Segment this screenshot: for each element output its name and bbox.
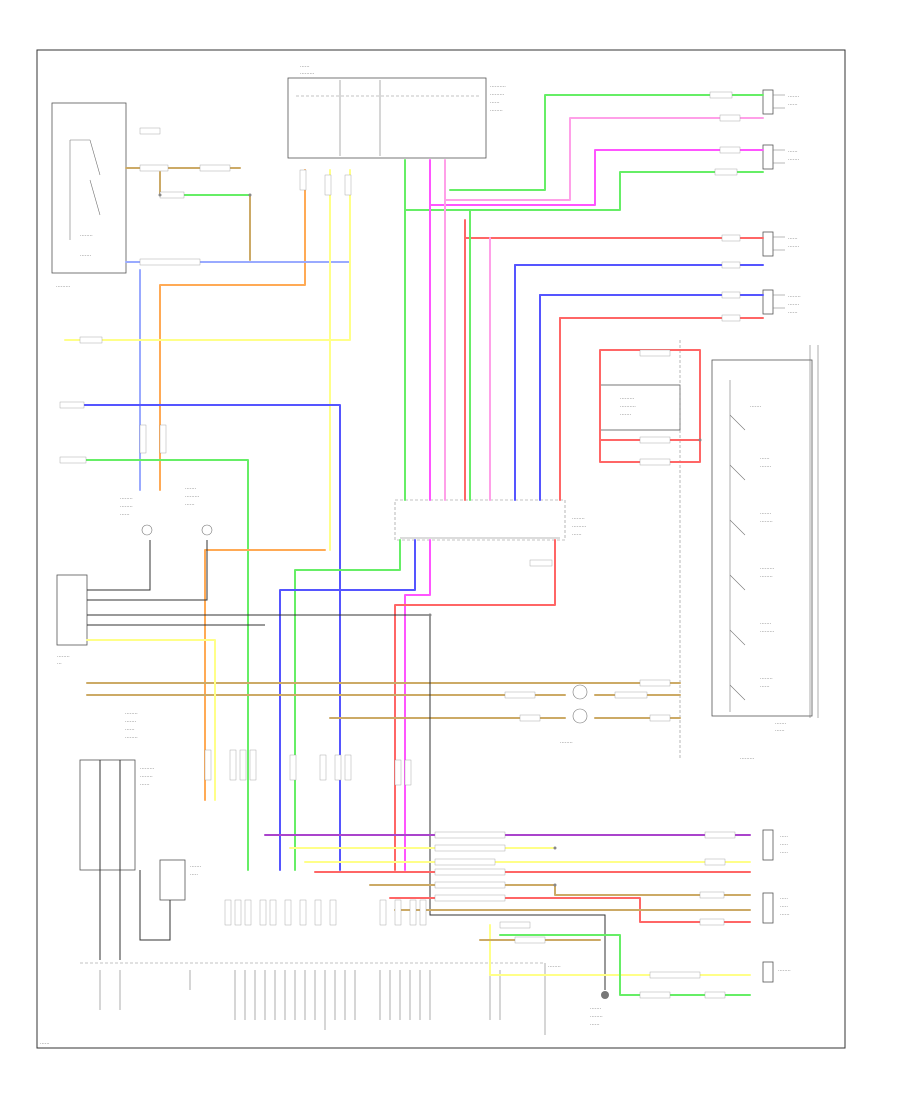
svg-text:········: ········	[760, 574, 773, 580]
svg-text:······: ······	[40, 1041, 50, 1047]
svg-text:·········: ·········	[760, 629, 775, 635]
svg-text:······: ······	[300, 64, 310, 70]
svg-text:········: ········	[80, 233, 93, 239]
svg-text:·······: ·······	[590, 1006, 602, 1012]
svg-text:········: ········	[490, 108, 503, 114]
svg-text:·····: ·····	[780, 904, 788, 910]
svg-text:·········: ·········	[490, 92, 505, 98]
component-top-center-module	[287, 77, 487, 159]
diagram-frame	[36, 49, 846, 1049]
wire-red-1	[464, 219, 764, 239]
svg-text:·····: ·····	[780, 850, 788, 856]
svg-text:······: ······	[788, 236, 798, 242]
svg-text:········: ········	[778, 968, 791, 974]
svg-text:···: ···	[57, 661, 62, 667]
svg-text:········: ········	[120, 496, 133, 502]
svg-text:·······: ·······	[760, 511, 772, 517]
svg-text:········: ········	[590, 1014, 603, 1020]
svg-text:·······: ·······	[750, 404, 762, 410]
svg-text:········: ········	[125, 711, 138, 717]
svg-text:······: ······	[788, 102, 798, 108]
svg-text:·········: ·········	[740, 756, 755, 762]
svg-text:······: ······	[120, 512, 130, 518]
svg-text:·······: ·······	[788, 94, 800, 100]
svg-text:·········: ·········	[140, 766, 155, 772]
svg-text:······: ······	[590, 1022, 600, 1028]
svg-text:·········: ·········	[185, 494, 200, 500]
svg-text:······: ······	[572, 532, 582, 538]
svg-text:·····: ·····	[190, 872, 198, 878]
horn-symbol-1	[572, 684, 588, 700]
svg-text:·······: ·······	[125, 719, 137, 725]
component-left-module	[56, 574, 88, 646]
horn-symbol-2	[572, 708, 588, 724]
component-relay-block	[599, 384, 681, 431]
svg-text:······: ······	[140, 782, 150, 788]
wire-label-tags	[59, 91, 741, 999]
svg-text:········: ········	[57, 654, 70, 660]
svg-text:········: ········	[788, 294, 801, 300]
right-connectors-top: ············· ············· ············…	[762, 89, 801, 316]
svg-text:·····: ·····	[780, 834, 788, 840]
svg-text:·······: ·······	[760, 621, 772, 627]
svg-text:·········: ·········	[56, 284, 71, 290]
svg-text:··········: ··········	[620, 404, 636, 410]
svg-text:······: ······	[760, 684, 770, 690]
svg-text:·······: ·······	[788, 244, 800, 250]
svg-text:········: ········	[140, 774, 153, 780]
svg-text:·······: ·······	[620, 412, 632, 418]
svg-text:······: ······	[780, 912, 790, 918]
svg-text:·····: ·····	[780, 842, 788, 848]
svg-text:······: ······	[185, 502, 195, 508]
svg-text:······: ······	[760, 456, 770, 462]
svg-text:·······: ·······	[760, 464, 772, 470]
bottom-pin-labels	[99, 970, 501, 1030]
svg-text:········: ········	[125, 735, 138, 741]
svg-text:·······: ·······	[775, 721, 787, 727]
svg-text:······: ······	[125, 727, 135, 733]
svg-text:·········: ·········	[760, 566, 775, 572]
svg-text:······: ······	[775, 728, 785, 734]
right-connectors-bottom: ··············· ················ ·······…	[762, 829, 791, 983]
svg-text:·········: ·········	[620, 396, 635, 402]
svg-text:······: ······	[490, 100, 500, 106]
svg-text:··········: ··········	[490, 84, 506, 90]
svg-text:·····: ·····	[780, 896, 788, 902]
wire-pink-1	[444, 117, 764, 201]
component-switch-left	[51, 102, 127, 274]
vertical-pin-stacks	[139, 169, 427, 926]
svg-text:·········: ·········	[300, 71, 315, 77]
svg-text:·······: ·······	[80, 253, 92, 259]
component-center-control-unit	[394, 499, 566, 541]
wire-green-2	[404, 171, 764, 211]
wire-magenta-1	[429, 149, 764, 206]
component-steering-switch-panel: ······· ············· ··············· ··…	[679, 340, 819, 762]
svg-text:······: ······	[788, 310, 798, 316]
wire-green-1	[449, 94, 764, 191]
components: ········ ······· ········· ······ ······…	[40, 64, 819, 1047]
svg-text:······: ······	[788, 149, 798, 155]
svg-text:········: ········	[560, 740, 573, 746]
svg-text:········: ········	[760, 676, 773, 682]
svg-text:·········: ·········	[572, 524, 587, 530]
svg-text:·······: ·······	[185, 486, 197, 492]
svg-text:········: ········	[548, 964, 561, 970]
svg-text:·······: ·······	[788, 157, 800, 163]
svg-text:········: ········	[120, 504, 133, 510]
junction-dots	[158, 193, 702, 887]
svg-text:········: ········	[572, 516, 585, 522]
svg-text:·······: ·······	[190, 864, 202, 870]
svg-text:·······: ·······	[788, 302, 800, 308]
svg-text:········: ········	[760, 519, 773, 525]
